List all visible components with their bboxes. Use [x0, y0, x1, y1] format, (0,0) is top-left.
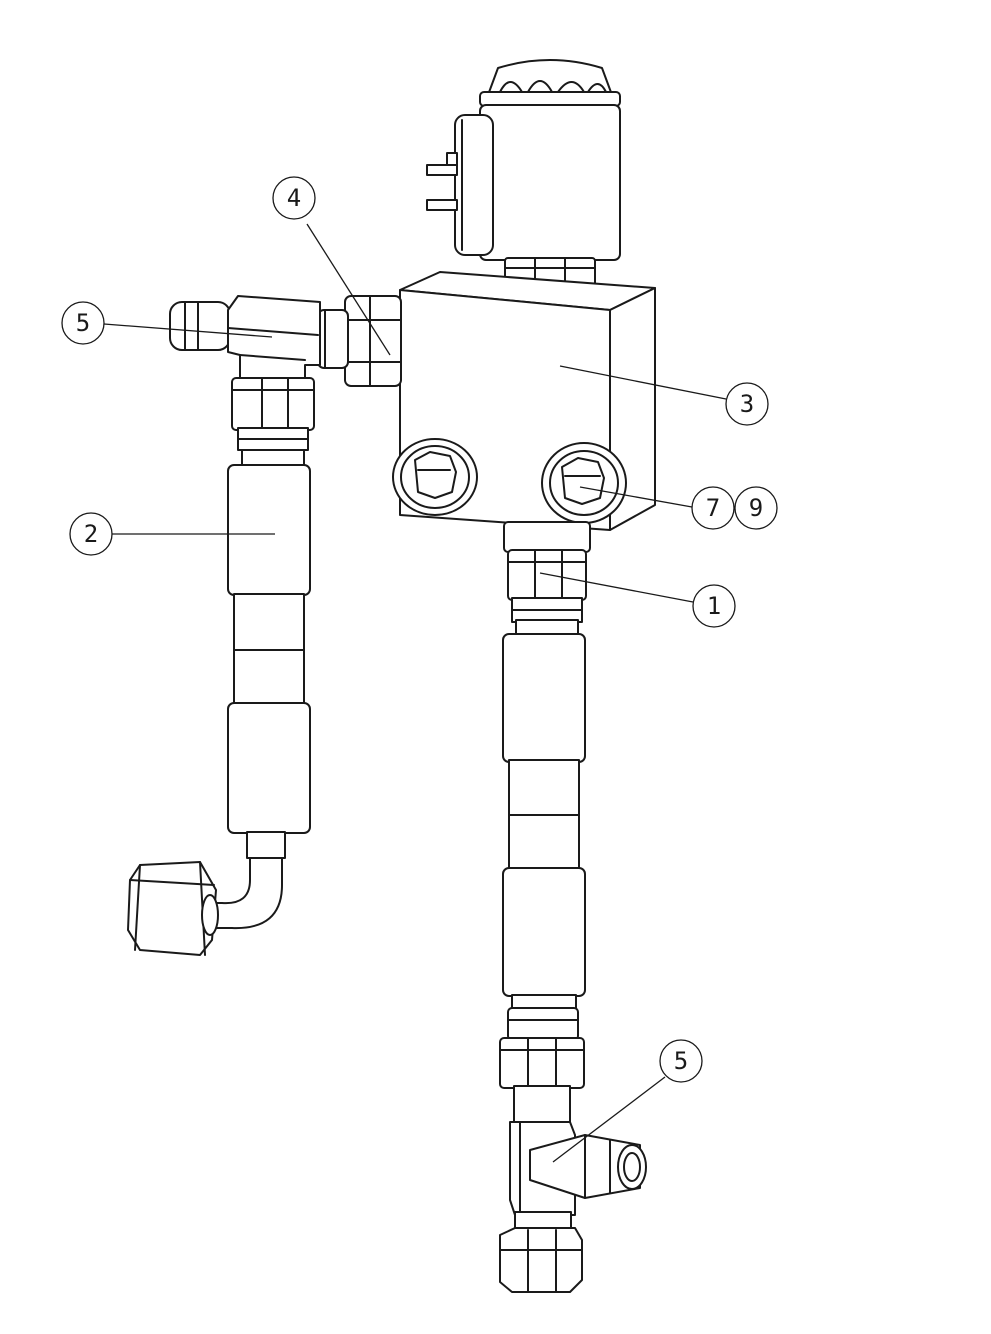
hose-right — [502, 633, 586, 1012]
mounting-bolt-left — [392, 438, 478, 516]
balloon-5-bottom: 5 — [659, 1039, 703, 1083]
solenoid-coil — [426, 59, 621, 299]
hose-left — [127, 464, 311, 956]
balloon-3: 3 — [725, 382, 769, 426]
balloon-5-top: 5 — [61, 301, 105, 345]
svg-text:9: 9 — [749, 494, 763, 522]
lower-fitting — [503, 521, 591, 637]
svg-text:3: 3 — [740, 390, 754, 418]
balloon-7: 7 — [691, 486, 735, 530]
tee-fitting-bottom — [499, 1007, 647, 1293]
svg-text:7: 7 — [706, 494, 720, 522]
svg-text:5: 5 — [76, 309, 90, 337]
balloon-2: 2 — [69, 512, 113, 556]
mounting-bolt-right — [541, 442, 627, 524]
svg-text:5: 5 — [674, 1047, 688, 1075]
side-fitting — [317, 295, 402, 387]
svg-text:4: 4 — [287, 184, 301, 212]
balloon-1: 1 — [692, 584, 736, 628]
leader-lines — [103, 223, 727, 1163]
svg-text:1: 1 — [707, 592, 721, 620]
tee-fitting-top — [169, 295, 321, 467]
balloon-9: 9 — [734, 486, 778, 530]
balloon-4: 4 — [272, 176, 316, 220]
svg-text:2: 2 — [84, 520, 98, 548]
